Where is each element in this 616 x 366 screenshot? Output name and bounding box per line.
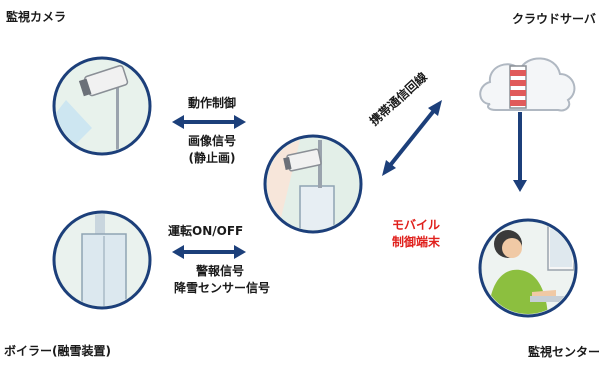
arrow-cloud-to-center: [513, 112, 527, 192]
arrow-mobile-line: [382, 100, 442, 176]
label-mobile: モバイル: [391, 218, 440, 232]
label-alarm-signal: 警報信号: [196, 264, 245, 278]
mobile-controller-icon: [263, 134, 363, 234]
label-camera: 監視カメラ: [6, 10, 67, 24]
label-cloud-server: クラウドサーバ: [512, 12, 596, 26]
label-boiler: ボイラー(融雪装置): [4, 344, 111, 358]
operator-icon: [478, 218, 578, 318]
boiler-icon: [52, 210, 152, 310]
label-motion-control: 動作制御: [187, 96, 236, 110]
label-run-on-off: 運転ON/OFF: [168, 224, 244, 238]
arrow-control-signal: [172, 115, 246, 129]
arrow-boiler-signal: [172, 245, 246, 259]
camera-icon: [52, 56, 152, 156]
label-monitor-center: 監視センター: [528, 345, 601, 359]
label-still-image: (静止画): [188, 151, 236, 165]
label-snow-sensor-signal: 降雪センサー信号: [174, 281, 271, 295]
label-image-signal: 画像信号: [187, 134, 236, 148]
cloud-server-icon: [479, 57, 576, 112]
label-control-terminal: 制御端末: [391, 235, 440, 249]
